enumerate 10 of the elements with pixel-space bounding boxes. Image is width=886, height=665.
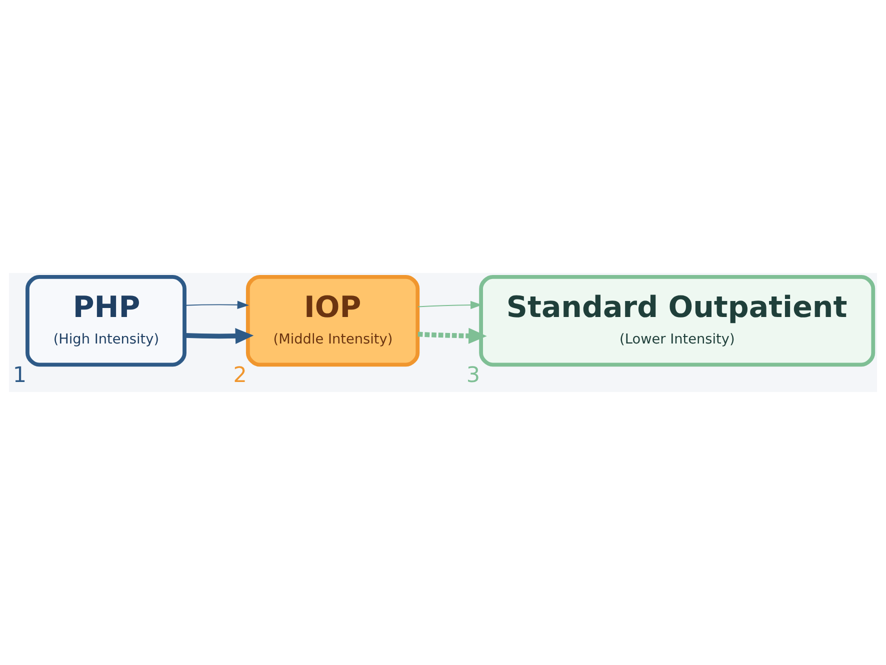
arrow	[184, 300, 250, 309]
arrow	[418, 328, 487, 344]
node-box: IOP (Middle Intensity)	[246, 274, 420, 367]
node-box: Standard Outpatient (Lower Intensity)	[479, 274, 876, 367]
node-label: 3	[466, 362, 480, 388]
arrow	[417, 300, 482, 310]
node-label: 2	[233, 362, 247, 388]
node-label: 1	[12, 362, 26, 388]
node-box: PHP (High Intensity)	[26, 274, 186, 367]
arrow	[184, 328, 254, 344]
